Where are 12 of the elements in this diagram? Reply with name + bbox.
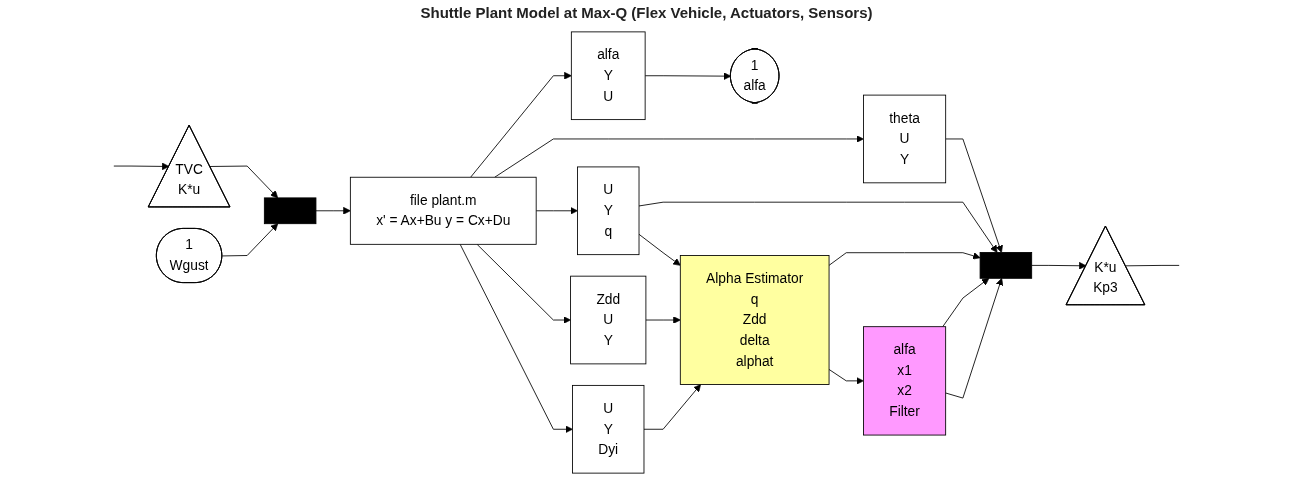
node-box: Zdd U Y: [570, 275, 647, 365]
node-box: Alpha Estimator q Zdd delta alphat: [679, 255, 830, 385]
node-box: U Y q: [577, 166, 640, 256]
node-bar: [979, 252, 1033, 279]
node-box: theta U Y: [863, 94, 947, 184]
node-box: U Y Dyi: [572, 384, 645, 474]
node-box: file plant.m x' = Ax+Bu y = Cx+Du: [349, 176, 537, 245]
node-bar: [263, 197, 317, 225]
node-box: alfa Y U: [570, 31, 646, 121]
connector: [1125, 264, 1180, 267]
node-box: alfa x1 x2 Filter: [863, 326, 947, 436]
diagram-note: Shuttle Plant Model at Max-Q (Flex Vehicle, Actuators, Sensors): [419, 4, 874, 21]
